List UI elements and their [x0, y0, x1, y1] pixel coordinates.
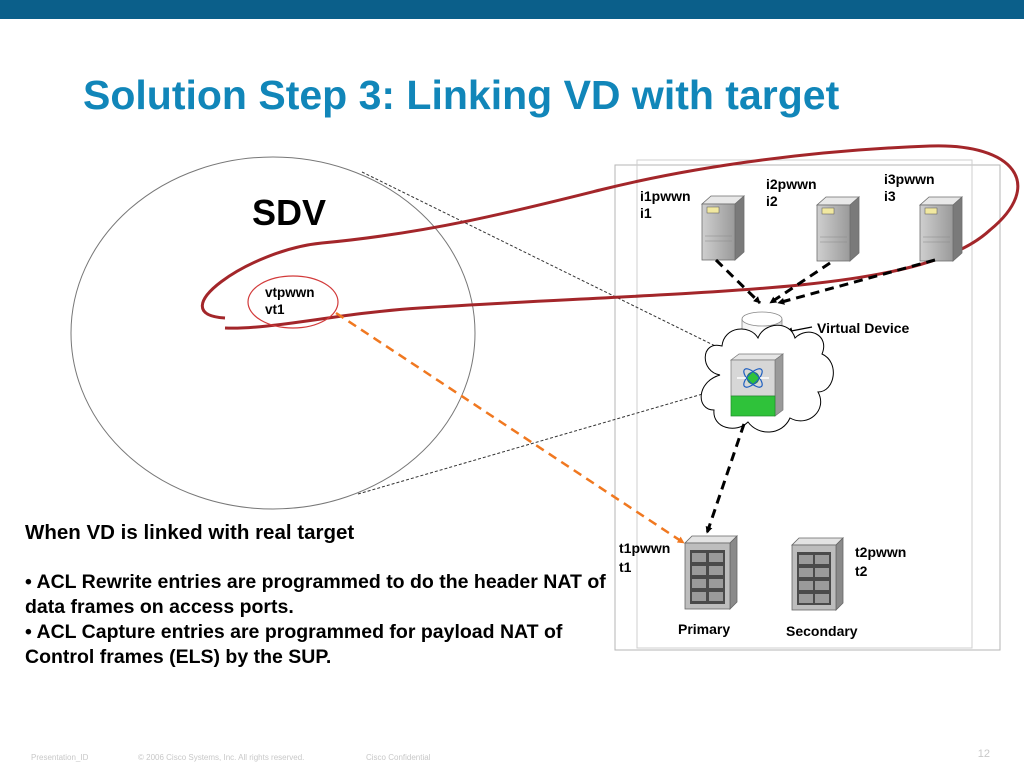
vt-id-label: vt1: [265, 302, 285, 317]
server-icon-i3: [918, 196, 964, 262]
primary-label: Primary: [678, 621, 730, 637]
virtual-device-label: Virtual Device: [817, 320, 910, 336]
storage-icon-primary: [684, 535, 738, 610]
i3-id-label: i3: [884, 188, 896, 204]
body-text: When VD is linked with real target • ACL…: [25, 520, 615, 670]
server-icon-i1: [700, 195, 746, 261]
arrow-vd-to-primary: [705, 423, 746, 534]
projection-line-bottom: [357, 381, 745, 495]
arrow-vt-to-primary: [335, 311, 685, 545]
fabric-frame-outer: [614, 164, 1001, 651]
sdv-ellipse: [70, 156, 476, 510]
page-number: 12: [977, 748, 990, 760]
body-heading: When VD is linked with real target: [25, 521, 355, 544]
footer-presentation-id: Presentation_ID: [31, 753, 89, 762]
arrow-i2-to-vd: [769, 261, 831, 305]
t1-id-label: t1: [619, 559, 632, 575]
i3-pwwn-label: i3pwwn: [884, 171, 935, 187]
sdv-label: SDV: [252, 192, 326, 233]
bullet-acl-rewrite: • ACL Rewrite entries are programmed to …: [25, 571, 606, 618]
vt-pwwn-label: vtpwwn: [265, 285, 315, 300]
bullet-acl-capture: • ACL Capture entries are programmed for…: [25, 621, 563, 668]
t2-pwwn-label: t2pwwn: [855, 544, 906, 560]
fabric-frame-inner: [636, 159, 973, 649]
server-icon-i2: [815, 196, 861, 262]
t1-pwwn-label: t1pwwn: [619, 540, 670, 556]
i1-pwwn-label: i1pwwn: [640, 188, 691, 204]
vd-loop: [200, 144, 1020, 330]
arrow-i1-to-vd: [714, 258, 762, 305]
i2-id-label: i2: [766, 193, 778, 209]
top-banner: [0, 0, 1024, 19]
storage-icon-secondary: [791, 537, 844, 611]
slide-title: Solution Step 3: Linking VD with target: [83, 72, 840, 118]
footer-confidential: Cisco Confidential: [366, 753, 431, 762]
vt-ellipse: [247, 275, 339, 329]
footer-copyright: © 2006 Cisco Systems, Inc. All rights re…: [138, 753, 305, 762]
secondary-label: Secondary: [786, 623, 858, 639]
t2-id-label: t2: [855, 563, 868, 579]
i1-id-label: i1: [640, 205, 652, 221]
i2-pwwn-label: i2pwwn: [766, 176, 817, 192]
arrow-i3-to-vd: [777, 258, 936, 305]
switch-icon: [729, 353, 785, 417]
projection-line-top: [361, 171, 761, 369]
